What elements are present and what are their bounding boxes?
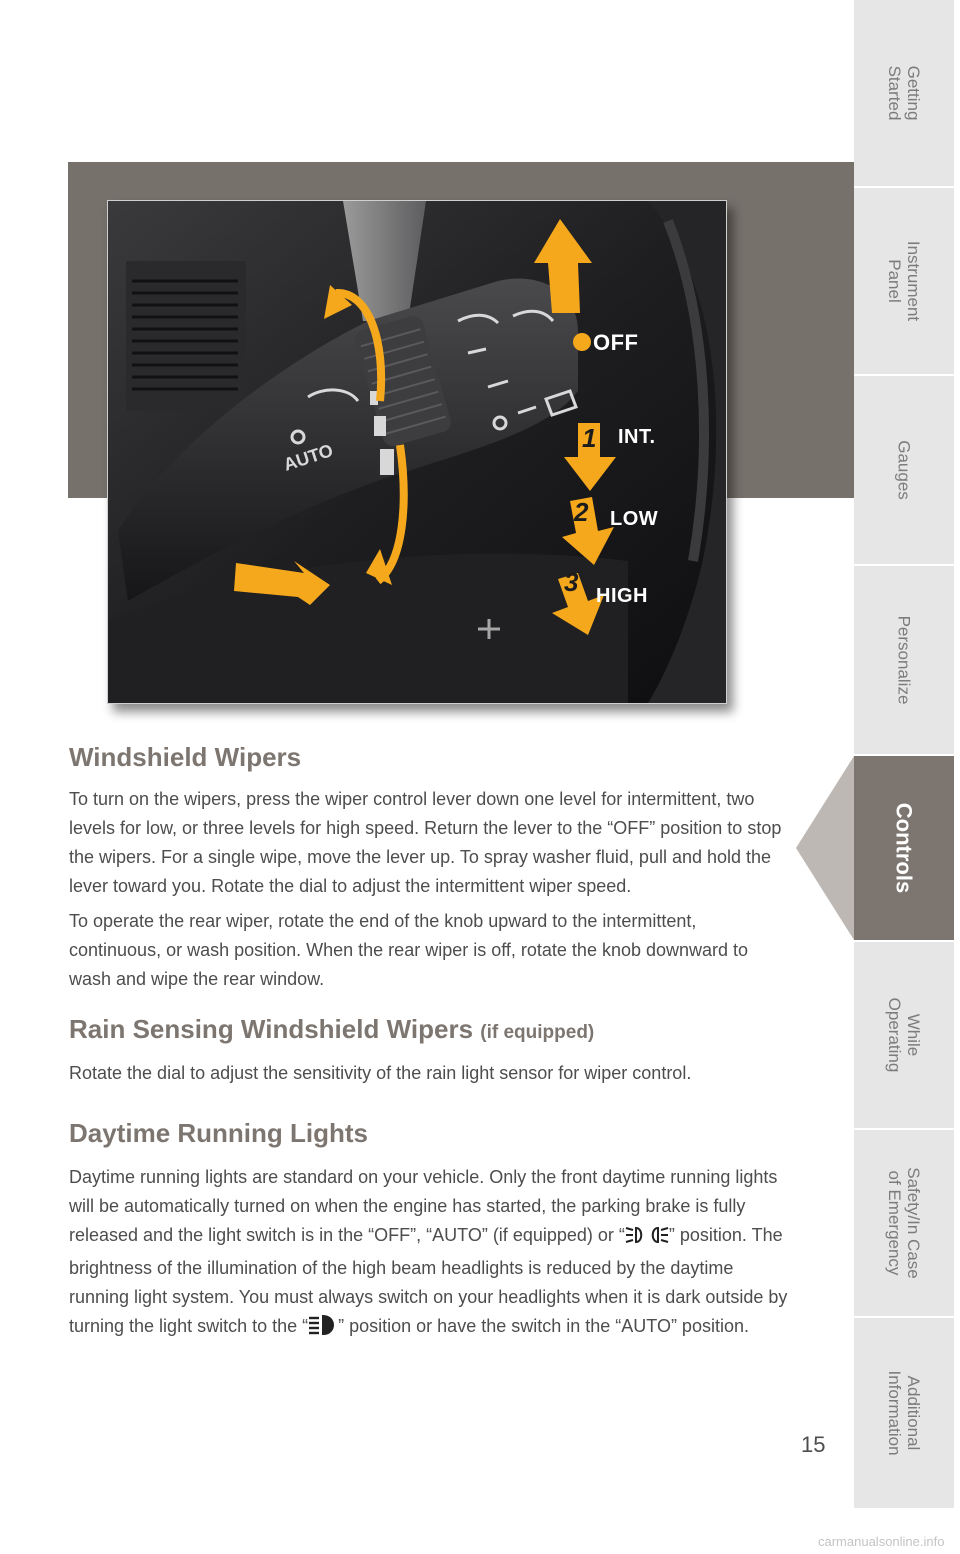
label-off: OFF <box>593 330 639 355</box>
parking-lights-icon <box>625 1225 669 1254</box>
headlights-icon <box>308 1314 338 1345</box>
direction-arrows <box>234 219 616 635</box>
page-number: 15 <box>801 1432 826 1457</box>
tab-getting-started[interactable]: Getting Started <box>854 0 954 188</box>
rain-paragraph: Rotate the dial to adjust the sensitivit… <box>69 1063 692 1083</box>
tab-instrument-panel[interactable]: Instrument Panel <box>854 188 954 376</box>
tab-safety-emergency[interactable]: Safety/In Case of Emergency <box>854 1130 954 1318</box>
rain-heading-suffix: (if equipped) <box>480 1022 595 1043</box>
rain-heading: Rain Sensing Windshield Wipers (if equip… <box>69 1014 789 1045</box>
wiper-lever-illustration: AUTO <box>108 201 726 703</box>
wipers-heading: Windshield Wipers <box>69 742 302 772</box>
drl-heading: Daytime Running Lights <box>69 1118 368 1148</box>
tab-additional-information[interactable]: Additional Information <box>854 1318 954 1510</box>
tab-while-operating[interactable]: While Operating <box>854 942 954 1130</box>
rain-heading-text: Rain Sensing Windshield Wipers <box>69 1014 474 1044</box>
tab-personalize[interactable]: Personalize <box>854 566 954 756</box>
wiper-lever-photo: AUTO OFF 1 INT. 2 L <box>107 200 727 704</box>
drl-text-b: ” position. The brightness of the illumi… <box>69 1225 788 1336</box>
tab-gauges[interactable]: Gauges <box>854 376 954 566</box>
label-high: HIGH <box>596 585 648 607</box>
number-2: 2 <box>574 497 589 527</box>
vent-grille <box>126 261 246 411</box>
label-low: LOW <box>610 508 659 530</box>
active-tab-notch <box>796 756 854 940</box>
tab-controls[interactable]: Controls <box>854 756 954 942</box>
drl-text-c: ” position or have the switch in the “AU… <box>338 1316 749 1336</box>
wipers-paragraph-2: To operate the rear wiper, rotate the en… <box>69 911 749 989</box>
number-1: 1 <box>582 423 597 453</box>
section-tabs: Getting Started Instrument Panel Gauges … <box>854 0 954 1510</box>
content-column: Windshield Wipers To turn on the wipers,… <box>69 742 789 1345</box>
label-int: INT. <box>618 426 656 448</box>
wipers-paragraph-1: To turn on the wipers, press the wiper c… <box>69 789 782 896</box>
drl-text-a: Daytime running lights are standard on y… <box>69 1167 778 1245</box>
number-3: 3 <box>564 567 579 597</box>
watermark: carmanualsonline.info <box>818 1534 945 1549</box>
drl-paragraph: Daytime running lights are standard on y… <box>69 1163 789 1345</box>
